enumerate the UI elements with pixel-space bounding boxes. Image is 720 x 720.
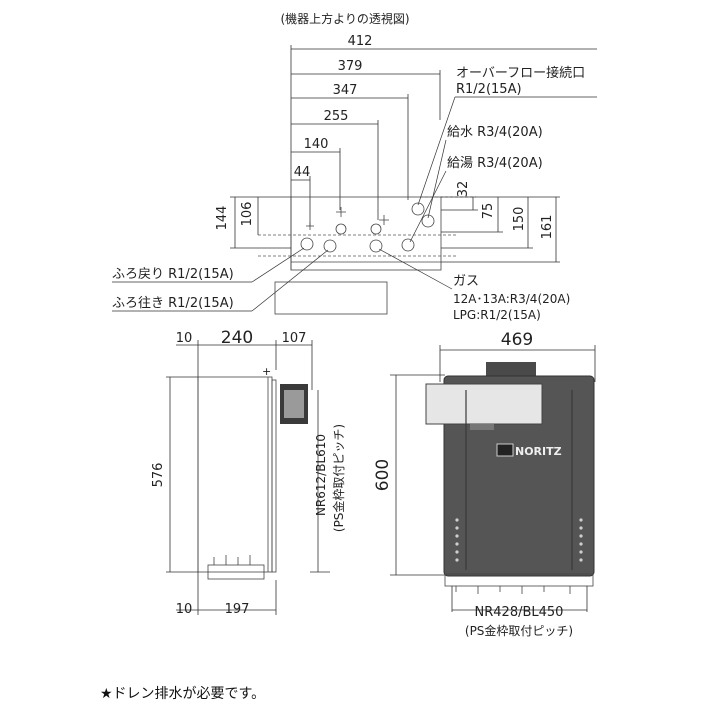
top-view-caption: (機器上方よりの透視図) xyxy=(280,11,409,26)
side-view-fitting-pipes xyxy=(213,555,251,565)
front-pitch-note: (PS金枠取付ピッチ) xyxy=(465,623,573,638)
dim-text-front-469: 469 xyxy=(501,330,533,350)
front-view-fitting-pipes xyxy=(455,586,571,594)
dim-text-106: 106 xyxy=(240,202,255,227)
dim-text-side-576: 576 xyxy=(151,463,166,488)
crosshair-2 xyxy=(379,215,389,225)
side-pitch-note: (PS金枠取付ピッチ) xyxy=(331,424,346,532)
top-view: (機器上方よりの透視図) 412 379 347 255 140 44 xyxy=(112,11,597,322)
front-view-exhaust-cover xyxy=(425,383,543,425)
dim-text-side-10-bottom: 10 xyxy=(176,602,193,617)
footnote: ★ドレン排水が必要です。 xyxy=(100,686,266,702)
leader-bath-supply xyxy=(251,249,329,312)
label-overflow: オーバーフロー接続口 xyxy=(456,65,585,81)
side-pitch-label: NR612/BL610 xyxy=(314,434,328,516)
label-gas: ガス xyxy=(453,274,479,289)
front-view-neck xyxy=(470,424,494,430)
front-view: 469 600 NORITZ NR428/BL450 (PS金枠取付ピッチ) xyxy=(373,330,596,638)
port-bath-supply xyxy=(323,239,337,253)
port-gas xyxy=(369,239,383,253)
label-hot-water: 給湯 R3/4(20A) xyxy=(447,156,543,171)
front-pitch-label: NR428/BL450 xyxy=(475,605,564,620)
port-group xyxy=(300,202,435,253)
dim-text-front-600: 600 xyxy=(373,459,393,491)
dim-text-side-197: 197 xyxy=(225,602,250,617)
crosshair-1 xyxy=(336,207,346,217)
port-aux-2 xyxy=(370,223,382,235)
dim-text-347: 347 xyxy=(333,83,358,98)
dim-text-side-10-top: 10 xyxy=(176,331,193,346)
dim-text-412: 412 xyxy=(348,34,373,49)
dim-text-379: 379 xyxy=(338,59,363,74)
top-view-lower-unit xyxy=(274,281,388,315)
side-view-exhaust-grille xyxy=(284,390,304,418)
dim-text-150: 150 xyxy=(512,207,527,232)
crosshair-3 xyxy=(306,222,314,230)
dim-text-44: 44 xyxy=(294,165,311,180)
dim-text-140: 140 xyxy=(304,137,329,152)
side-view-body xyxy=(197,376,273,573)
dim-text-75: 75 xyxy=(481,203,496,220)
brand-name: NORITZ xyxy=(515,445,562,458)
label-bath-return: ふろ戻り R1/2(15A) xyxy=(112,267,234,282)
leader-overflow xyxy=(417,96,456,206)
brand-logo-mark xyxy=(496,443,514,457)
label-water-supply: 給水 R3/4(20A) xyxy=(447,125,543,140)
port-aux-1 xyxy=(335,223,347,235)
dim-text-32: 32 xyxy=(456,181,471,198)
side-view-fittings xyxy=(207,564,265,580)
dim-text-side-107: 107 xyxy=(282,331,307,346)
leader-water-supply xyxy=(427,139,447,219)
front-view-fittings xyxy=(444,573,594,587)
leader-bath-return xyxy=(251,247,305,283)
label-gas-spec1: 12A･13A:R3/4(20A) xyxy=(453,292,570,306)
side-view-cover xyxy=(271,379,277,573)
port-overflow xyxy=(411,202,425,216)
top-view-body xyxy=(290,196,442,271)
port-water-supply xyxy=(421,214,435,228)
side-view: 10 240 107 + 576 NR612/BL610 (PS金枠取付ピッチ)… xyxy=(151,328,346,617)
port-hot-water xyxy=(401,238,415,252)
leader-gas xyxy=(378,248,453,290)
dim-text-161: 161 xyxy=(540,215,555,240)
dim-text-144: 144 xyxy=(215,206,230,231)
label-overflow-size: R1/2(15A) xyxy=(456,82,522,97)
label-bath-supply: ふろ往き R1/2(15A) xyxy=(112,296,234,311)
port-bath-return xyxy=(300,237,314,251)
dim-text-255: 255 xyxy=(324,109,349,124)
label-gas-spec2: LPG:R1/2(15A) xyxy=(453,308,541,322)
side-view-plus-mark: + xyxy=(262,365,271,378)
dim-text-side-240: 240 xyxy=(221,328,253,348)
front-view-indicator-dots xyxy=(455,518,583,562)
leader-hot-water xyxy=(409,170,447,243)
front-view-top-vent xyxy=(486,362,536,376)
